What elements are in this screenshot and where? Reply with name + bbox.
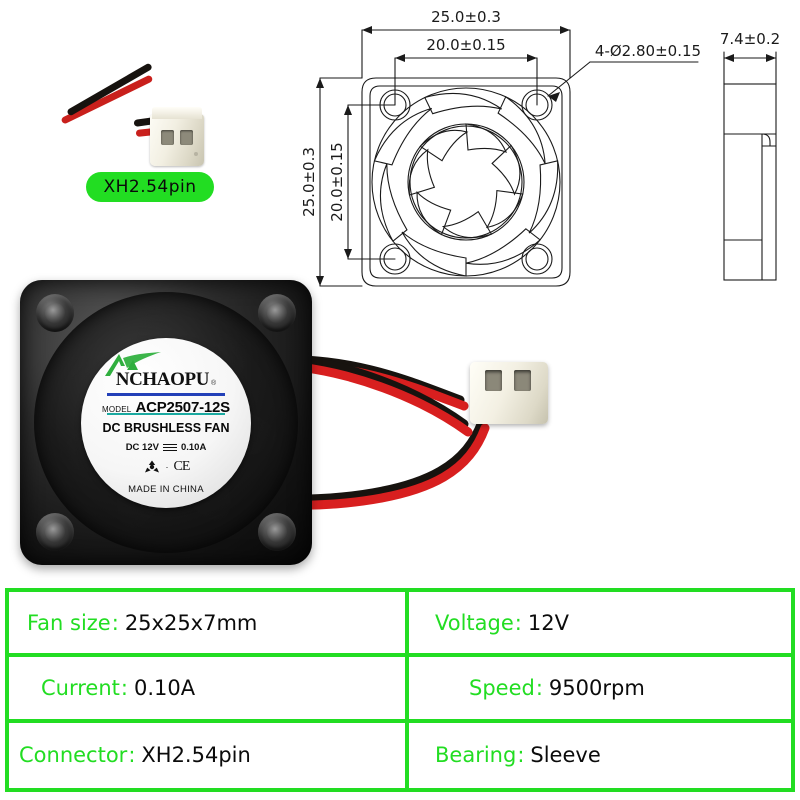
dim-width-outer: 25.0±0.3 [431, 8, 501, 26]
spec-value: XH2.54pin [141, 743, 251, 768]
spec-separator: : [111, 610, 119, 635]
spec-value: 12V [527, 610, 569, 635]
connector-photo [60, 62, 242, 172]
xh-housing-dot [194, 152, 198, 156]
spec-key: Bearing [435, 743, 517, 768]
mounting-hole-top-right [258, 294, 296, 332]
connector-wire-red [60, 74, 154, 125]
spec-cell-speed: Speed : 9500rpm [409, 657, 791, 723]
fan-hub-label: NCHAOPU ® MODEL ACP2507-12S DC BRUSHLESS… [81, 337, 251, 508]
specification-table: Fan size : 25x25x7mm Voltage : 12V Curre… [5, 588, 795, 792]
spec-separator: : [120, 675, 128, 700]
brand-registered-mark: ® [211, 379, 217, 387]
fan-xh-connector [470, 362, 548, 424]
model-value: ACP2507-12S [135, 398, 230, 416]
brand-row: NCHAOPU ® [115, 368, 217, 390]
ce-mark: CE [173, 458, 191, 474]
spec-separator: : [514, 610, 522, 635]
spec-value: 25x25x7mm [124, 610, 258, 635]
model-row: MODEL ACP2507-12S [81, 399, 251, 416]
mounting-hole-bottom-right [258, 513, 296, 551]
spec-separator: : [128, 743, 136, 768]
mounting-hole-bottom-left [36, 513, 74, 551]
fan-connector-pin-1 [485, 370, 502, 391]
label-rule-blue [107, 392, 225, 396]
spec-value: 9500rpm [548, 675, 645, 700]
certification-marks: · CE [143, 459, 190, 475]
label-rule-teal [107, 412, 225, 415]
spec-separator: : [535, 675, 543, 700]
xh-pin-slot-1 [161, 130, 174, 145]
fan-unit: NCHAOPU ® MODEL ACP2507-12S DC BRUSHLESS… [20, 280, 312, 565]
mounting-hole-top-left [36, 294, 74, 332]
xh-connector-housing [150, 107, 204, 166]
spec-key: Fan size [27, 610, 111, 635]
spec-cell-connector: Connector : XH2.54pin [9, 722, 409, 788]
dim-width-inner: 20.0±0.15 [426, 36, 505, 54]
fan-product-photo: NCHAOPU ® MODEL ACP2507-12S DC BRUSHLESS… [12, 272, 572, 572]
spec-key: Current [41, 675, 120, 700]
dim-height-outer: 25.0±0.3 [300, 147, 318, 217]
fan-connector-pin-2 [514, 370, 531, 391]
origin-text: MADE IN CHINA [128, 483, 204, 495]
brand-name: NCHAOPU [115, 368, 210, 390]
spec-separator: : [517, 743, 525, 768]
connector-type-badge: XH2.54pin [86, 172, 214, 202]
cert-separator-dot: · [165, 461, 169, 472]
spec-key: Connector [19, 743, 128, 768]
rated-voltage: DC 12V [125, 441, 159, 453]
spec-value: 0.10A [133, 675, 196, 700]
model-keyword: MODEL [102, 404, 132, 414]
dim-thickness: 7.4±0.2 [720, 30, 780, 48]
connector-wire-black [66, 62, 153, 117]
weee-trefoil-icon [144, 460, 159, 472]
connector-type-badge-label: XH2.54pin [103, 177, 197, 197]
technical-drawing: 25.0±0.3 20.0±0.15 7.4±0.2 4-Ø2.80±0.15 … [300, 0, 800, 320]
brand-logo-icon [105, 351, 161, 376]
technical-drawing-svg: 25.0±0.3 20.0±0.15 7.4±0.2 4-Ø2.80±0.15 … [300, 8, 780, 287]
spec-cell-current: Current : 0.10A [9, 657, 409, 723]
fan-type-text: DC BRUSHLESS FAN [102, 420, 230, 435]
dim-height-inner: 20.0±0.15 [328, 142, 346, 221]
electrical-rating-row: DC 12V 0.10A [126, 442, 207, 453]
spec-cell-voltage: Voltage : 12V [409, 592, 791, 658]
spec-cell-fan-size: Fan size : 25x25x7mm [9, 592, 409, 658]
dim-holes: 4-Ø2.80±0.15 [595, 42, 701, 60]
dc-current-icon [162, 443, 177, 451]
xh-pin-slot-2 [180, 130, 193, 145]
spec-cell-bearing: Bearing : Sleeve [409, 723, 791, 788]
spec-value: Sleeve [530, 743, 601, 768]
spec-key: Voltage [435, 610, 514, 635]
spec-key: Speed [469, 675, 535, 700]
rated-current: 0.10A [180, 441, 207, 453]
